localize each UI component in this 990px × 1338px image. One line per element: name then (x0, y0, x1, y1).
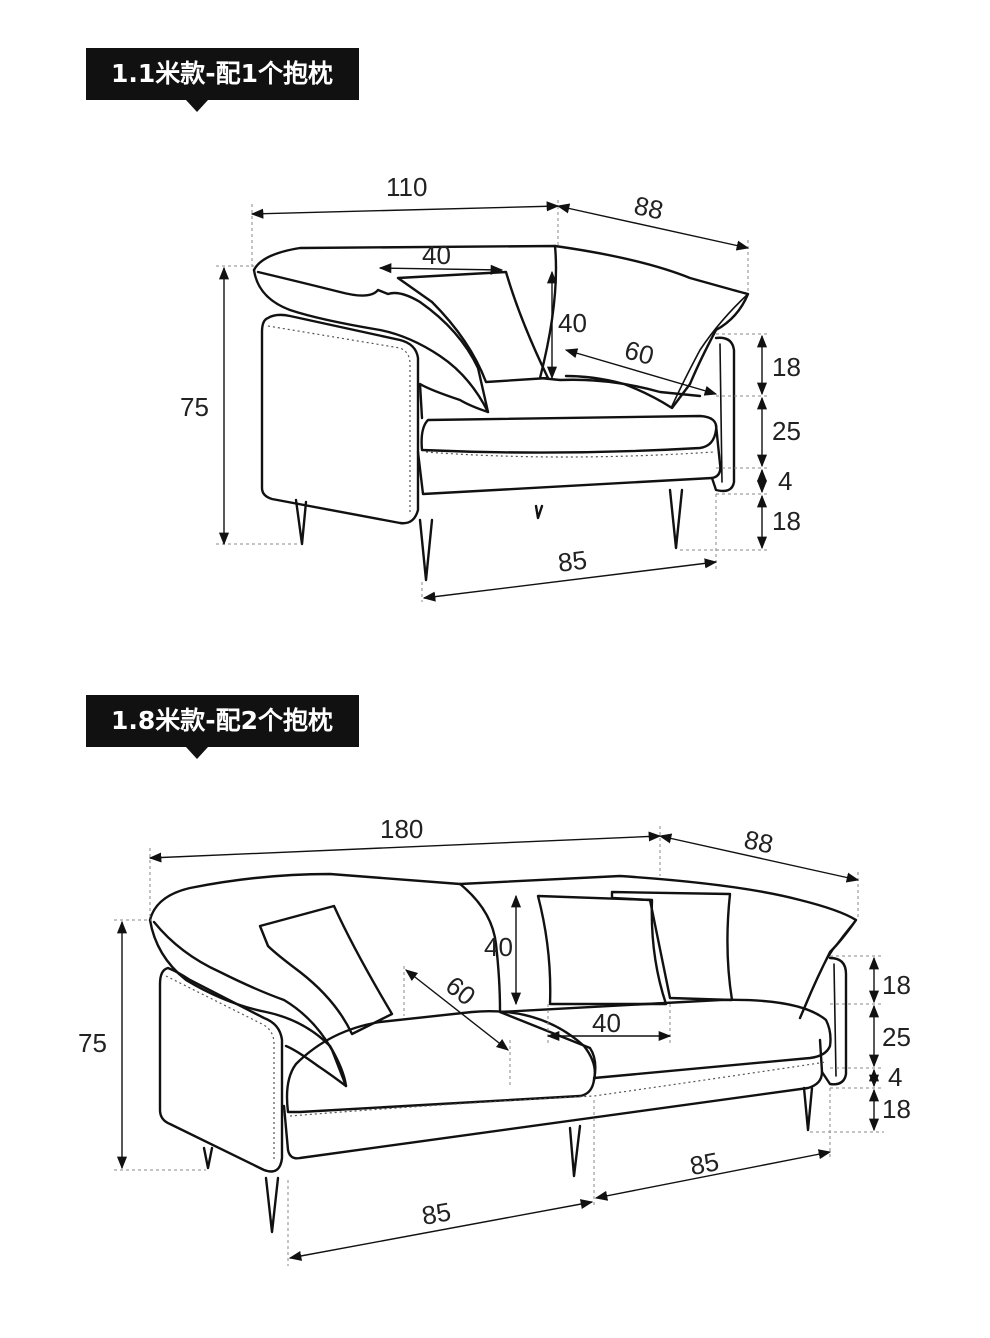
dim-1-seat-w: 85 (556, 545, 588, 578)
sofa-2-leg-front-mid (568, 1124, 582, 1178)
sofa-2-leg-front-left (264, 1176, 280, 1234)
sofa-2-right-arm (820, 956, 848, 1086)
sofa-1-leg-back-mid (534, 504, 544, 520)
sofa-1-back-pad-left (252, 268, 490, 420)
sofa-2-leg-front-right (802, 1086, 814, 1132)
dim-2-seat-w-left: 85 (419, 1196, 453, 1231)
section-title-1-pointer (186, 100, 208, 112)
sofa-2-seat-base (282, 1038, 824, 1160)
sofa-2-dimensions (116, 831, 880, 1261)
sofa-1-back-pad-right-edge (671, 293, 749, 407)
sofa-1-right-arm-inner (719, 343, 723, 483)
sofa-1-arm-seam (267, 325, 411, 512)
dim-1-gap: 4 (778, 466, 792, 496)
section-title-2-text: 1.8米款-配2个抱枕 (111, 706, 334, 735)
section-title-2: 1.8米款-配2个抱枕 (86, 695, 360, 759)
sofa-1-labels: 110 88 75 40 40 60 18 25 4 18 85 (180, 172, 801, 578)
dim-1-depth: 88 (632, 190, 667, 225)
sofa-2-arm-seam (165, 975, 275, 1162)
sofa-2-back-pad-right-edge (799, 919, 857, 1019)
sofa-2-seat-cushion-left (285, 1010, 597, 1114)
sofa-2-pillow-mid (536, 894, 668, 1006)
dim-2-back-h: 25 (882, 1022, 911, 1052)
sofa-1-seat-cushion (420, 414, 718, 454)
dim-2-pillow-h: 40 (484, 932, 513, 962)
dim-2-depth: 88 (742, 824, 777, 859)
sofa-2-right-arm-inner (833, 963, 837, 1077)
sofa-1-back-pad-left-edge (256, 270, 490, 414)
sofa-1-guides (216, 200, 770, 602)
dim-2-pillow-w: 40 (592, 1008, 621, 1038)
dim-2-height: 75 (78, 1028, 107, 1058)
dim-1-arm-h: 18 (772, 352, 801, 382)
section-title-1: 1.1米款-配1个抱枕 (86, 48, 360, 112)
sofa-1-leg-front-left (418, 518, 434, 582)
sofa-1-left-arm (260, 313, 420, 525)
dim-1-pillow-w: 40 (422, 240, 451, 270)
sofa-1-dimensions (218, 201, 768, 602)
sofa-2-backrest-top (148, 872, 858, 1020)
sofa-2-labels: 180 88 75 40 60 40 18 25 4 18 85 85 (78, 814, 911, 1231)
sofa-2-cushion-seam (289, 1061, 827, 1117)
sofa-1-leg-front-right (668, 488, 684, 550)
sofa-2-left-arm (158, 966, 284, 1173)
sofa-2-back-pad-left (148, 918, 348, 1088)
sofa-1-seat-base (416, 423, 722, 496)
dim-1-back-h: 25 (772, 416, 801, 446)
sofa-1-leg-back-left (294, 498, 308, 546)
sofa-2-guides (114, 826, 884, 1266)
dim-2-arm-h: 18 (882, 970, 911, 1000)
sofa-2-seat-cushion-right (498, 998, 832, 1082)
sofa-1-right-arm (710, 336, 736, 493)
section-title-1-text: 1.1米款-配1个抱枕 (111, 59, 334, 88)
sofa-1-pillow (396, 270, 550, 384)
sofa-2-pillow-right (610, 890, 734, 1002)
dim-2-gap: 4 (888, 1062, 902, 1092)
dim-2-seat-depth: 60 (440, 970, 481, 1011)
section-title-2-pointer (186, 747, 208, 759)
sofa-2-pillow-left (258, 904, 394, 1036)
dim-1-width: 110 (386, 172, 427, 202)
sofa-1-backrest-left (252, 244, 702, 398)
dim-1-seat-depth: 60 (621, 334, 657, 370)
sofa-2-drawing (148, 872, 858, 1234)
dim-2-width: 180 (380, 814, 423, 844)
dim-1-leg-h: 18 (772, 506, 801, 536)
sofa-2-leg-back-left (202, 1146, 214, 1170)
sofa-1-drawing (252, 244, 750, 582)
sofa-2-back-pad-left-edge (152, 920, 348, 1088)
dim-2-leg-h: 18 (882, 1094, 911, 1124)
dim-1-pillow-h: 40 (558, 308, 587, 338)
dim-1-height: 75 (180, 392, 209, 422)
dim-2-seat-w-right: 85 (687, 1146, 721, 1181)
